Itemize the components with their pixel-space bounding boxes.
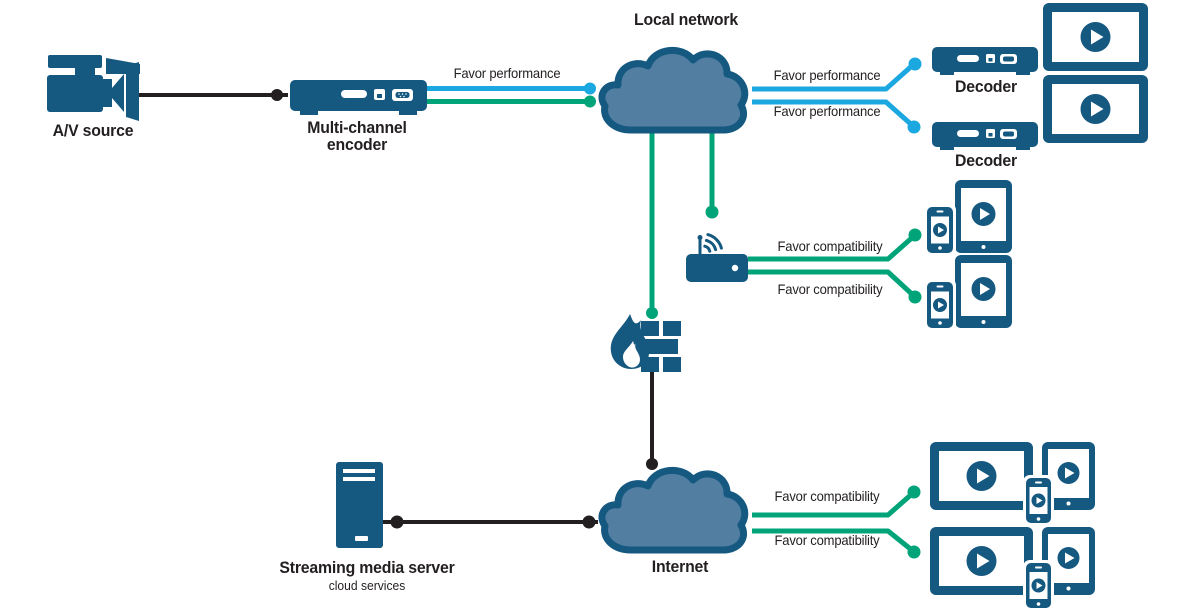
tablet-play-icon xyxy=(1042,527,1095,595)
decoder1-device-icon xyxy=(932,47,1038,75)
edge-lan-to-router xyxy=(705,130,719,219)
edge-firewall-to-internet xyxy=(646,370,658,470)
favor-compatibility-label-3: Favor compatibility xyxy=(774,488,880,504)
edge-server-to-internet xyxy=(383,515,598,529)
edge-lan-to-decoder1 xyxy=(752,57,922,92)
video-camera-icon xyxy=(47,55,140,121)
edge-avsource-to-encoder xyxy=(139,89,288,101)
smartphone-play-icon xyxy=(1023,475,1054,526)
edge-internet-to-device-group3 xyxy=(752,485,921,518)
edge-lan-to-firewall xyxy=(646,130,658,319)
tablet-play-icon xyxy=(955,255,1012,328)
monitor-play-icon xyxy=(930,527,1033,595)
smartphone-play-icon xyxy=(1023,560,1054,609)
decoder1-label: Decoder xyxy=(955,77,1017,96)
monitor-play-icon xyxy=(930,442,1033,510)
edge-encoder-to-lan-secondary xyxy=(427,95,596,108)
encoder-device-icon xyxy=(290,80,427,115)
favor-performance-label-1: Favor performance xyxy=(773,67,881,83)
decoder2-device-icon xyxy=(932,122,1038,150)
decoder2-label: Decoder xyxy=(955,151,1017,170)
encoder-label: Multi-channel encoder xyxy=(307,118,407,154)
smartphone-play-icon xyxy=(924,204,956,256)
internet-cloud-icon xyxy=(598,466,749,554)
edge-encoder-to-lan-performance xyxy=(427,82,596,95)
server-sublabel: cloud services xyxy=(328,578,406,593)
monitor-play-icon xyxy=(1043,3,1148,71)
edge-internet-to-device-group4 xyxy=(752,528,921,559)
internet-label: Internet xyxy=(651,557,709,576)
server-tower-icon xyxy=(336,462,383,548)
av-source-label: A/V source xyxy=(52,121,134,140)
wireless-router-icon xyxy=(686,233,748,282)
favor-compatibility-label-2: Favor compatibility xyxy=(777,281,883,297)
encoder-label-line1: Multi-channel xyxy=(307,118,407,137)
tablet-play-icon xyxy=(1042,442,1095,510)
server-label: Streaming media server xyxy=(279,558,455,577)
favor-compatibility-label-4: Favor compatibility xyxy=(774,532,880,548)
edge-router-to-device-group1 xyxy=(748,228,922,262)
favor-performance-label-2: Favor performance xyxy=(773,103,881,119)
favor-performance-label-left: Favor performance xyxy=(453,65,561,81)
local-network-cloud-icon xyxy=(598,46,749,134)
monitor-play-icon xyxy=(1043,75,1148,143)
smartphone-play-icon xyxy=(924,279,956,331)
edge-lan-to-decoder2 xyxy=(752,99,921,134)
favor-compatibility-label-1: Favor compatibility xyxy=(777,238,883,254)
local-network-label: Local network xyxy=(634,10,738,29)
encoder-label-line2: encoder xyxy=(326,134,388,154)
edge-router-to-device-group2 xyxy=(748,269,922,304)
tablet-play-icon xyxy=(955,180,1012,253)
firewall-icon xyxy=(610,314,681,372)
